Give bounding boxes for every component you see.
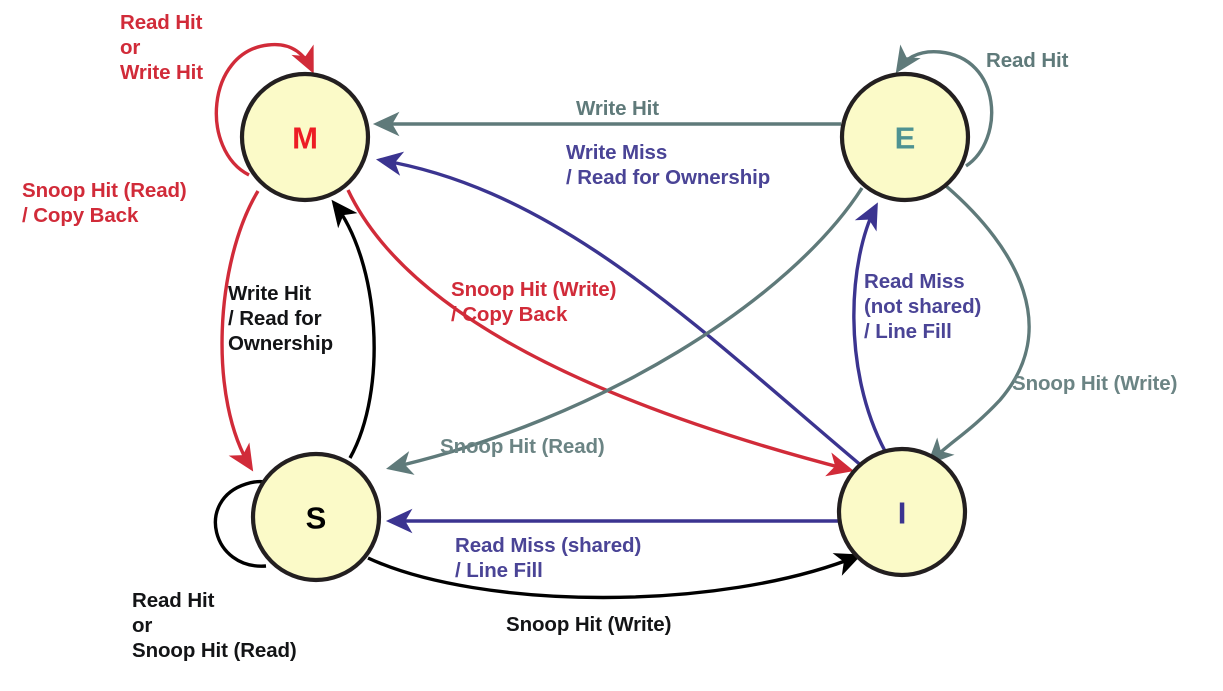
label-e-to-i: Snoop Hit (Write) [1012, 372, 1178, 395]
edge-e-to-i [927, 184, 1031, 465]
label-s-to-i: Snoop Hit (Write) [506, 613, 672, 636]
node-s-label: S [306, 501, 327, 536]
node-s[interactable]: S [250, 451, 382, 583]
label-m-to-i: Snoop Hit (Write) / Copy Back [451, 278, 617, 326]
label-m-self: Read Hit or Write Hit [120, 11, 204, 84]
label-s-self: Read Hit or Snoop Hit (Read) [132, 589, 297, 662]
edge-m-to-s [220, 190, 260, 472]
node-m-label: M [292, 121, 318, 156]
node-e[interactable]: E [839, 71, 971, 203]
edge-i-to-m [375, 151, 865, 469]
edge-e-self [895, 44, 994, 168]
label-m-to-s: Snoop Hit (Read) / Copy Back [22, 179, 187, 227]
node-m[interactable]: M [239, 71, 371, 203]
label-i-to-m: Write Miss / Read for Ownership [566, 141, 771, 189]
edge-s-to-i [367, 553, 862, 600]
label-e-self: Read Hit [986, 49, 1069, 72]
label-e-to-m: Write Hit [576, 97, 660, 120]
edge-i-to-e [852, 202, 887, 452]
label-i-to-e: Read Miss (not shared) / Line Fill [864, 270, 982, 343]
label-e-to-s: Snoop Hit (Read) [440, 435, 605, 458]
label-i-to-s: Read Miss (shared) / Line Fill [455, 534, 642, 582]
edge-m-to-i [346, 189, 854, 477]
node-e-label: E [895, 121, 916, 156]
node-i-label: I [898, 496, 907, 531]
edge-e-to-s [386, 187, 864, 475]
edge-m-self [214, 42, 314, 177]
edge-s-to-m [331, 199, 376, 459]
label-s-to-m: Write Hit / Read for Ownership [228, 282, 334, 355]
node-i[interactable]: I [836, 446, 968, 578]
